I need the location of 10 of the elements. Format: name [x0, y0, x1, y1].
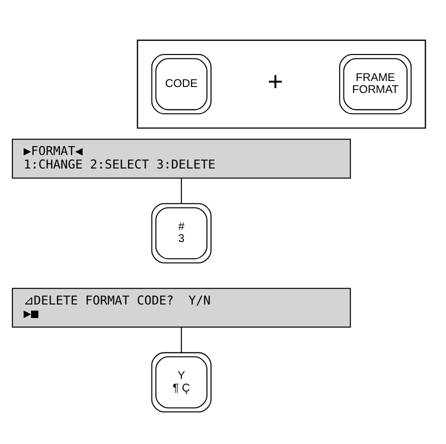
node-box: ⊿DELETE FORMAT CODE? Y/N ▶■: [12, 288, 351, 328]
node-box: CODE: [151, 54, 212, 114]
label: +: [268, 66, 284, 97]
connector: [180, 327, 182, 353]
node-box: ▶FORMAT◀ 1:CHANGE 2:SELECT 3:DELETE: [12, 138, 351, 179]
node-box: Y ¶ Ç: [151, 352, 212, 412]
cluster: [136, 40, 426, 129]
node-box: FRAME FORMAT: [339, 54, 412, 114]
node-box: # 3: [151, 203, 212, 264]
connector: [180, 178, 182, 204]
